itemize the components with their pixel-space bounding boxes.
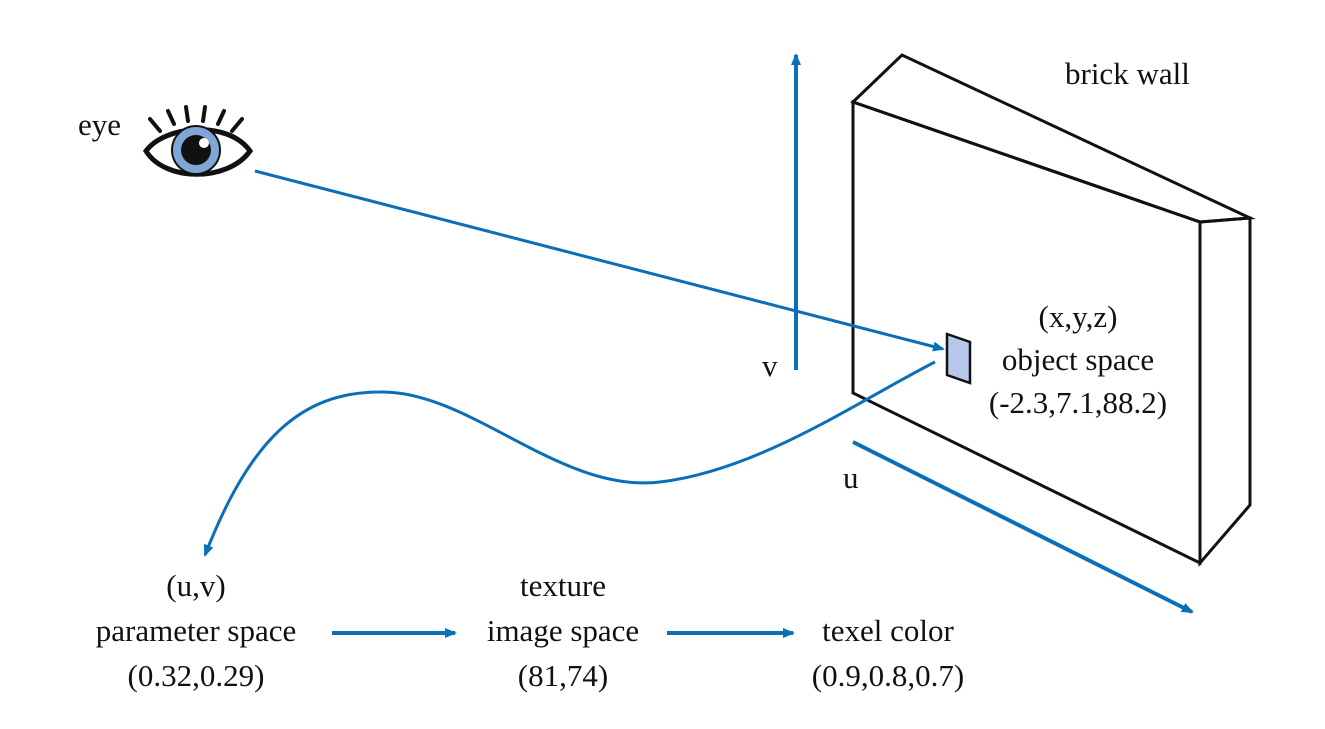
object-space-line3: (-2.3,7.1,88.2) <box>989 385 1167 420</box>
image-space-line1: texture <box>520 568 606 603</box>
object-space-label: (x,y,z) object space (-2.3,7.1,88.2) <box>989 299 1167 420</box>
brick-wall-side-face <box>1198 216 1252 568</box>
eyelashes <box>148 105 244 133</box>
brick-wall-top-face <box>850 53 1256 224</box>
object-space-line1: (x,y,z) <box>1039 299 1118 334</box>
object-to-parameter-curve-arrow <box>203 360 936 557</box>
parameter-space-line3: (0.32,0.29) <box>128 658 265 693</box>
object-space-line2: object space <box>1002 342 1154 377</box>
texel-color-line2: (0.9,0.8,0.7) <box>812 658 964 693</box>
parameter-space-label: (u,v) parameter space (0.32,0.29) <box>96 568 297 693</box>
parameter-space-line1: (u,v) <box>166 568 225 603</box>
brick-wall-box <box>850 53 1256 568</box>
texel-color-line1: texel color <box>822 613 954 648</box>
eye-ray-arrow <box>254 169 945 352</box>
eye-icon <box>142 105 254 177</box>
eye-label: eye <box>78 107 121 142</box>
eye-glint <box>199 138 209 148</box>
image-space-line3: (81,74) <box>518 658 608 693</box>
brick-wall-label: brick wall <box>1065 56 1190 91</box>
parameter-space-line2: parameter space <box>96 613 297 648</box>
v-axis-label: v <box>762 348 778 383</box>
texel-color-label: texel color (0.9,0.8,0.7) <box>812 613 964 693</box>
surface-sample-patch <box>945 332 972 385</box>
image-space-label: texture image space (81,74) <box>487 568 639 693</box>
image-space-line2: image space <box>487 613 639 648</box>
u-axis-arrow <box>852 440 1194 614</box>
u-axis-label: u <box>843 460 859 495</box>
